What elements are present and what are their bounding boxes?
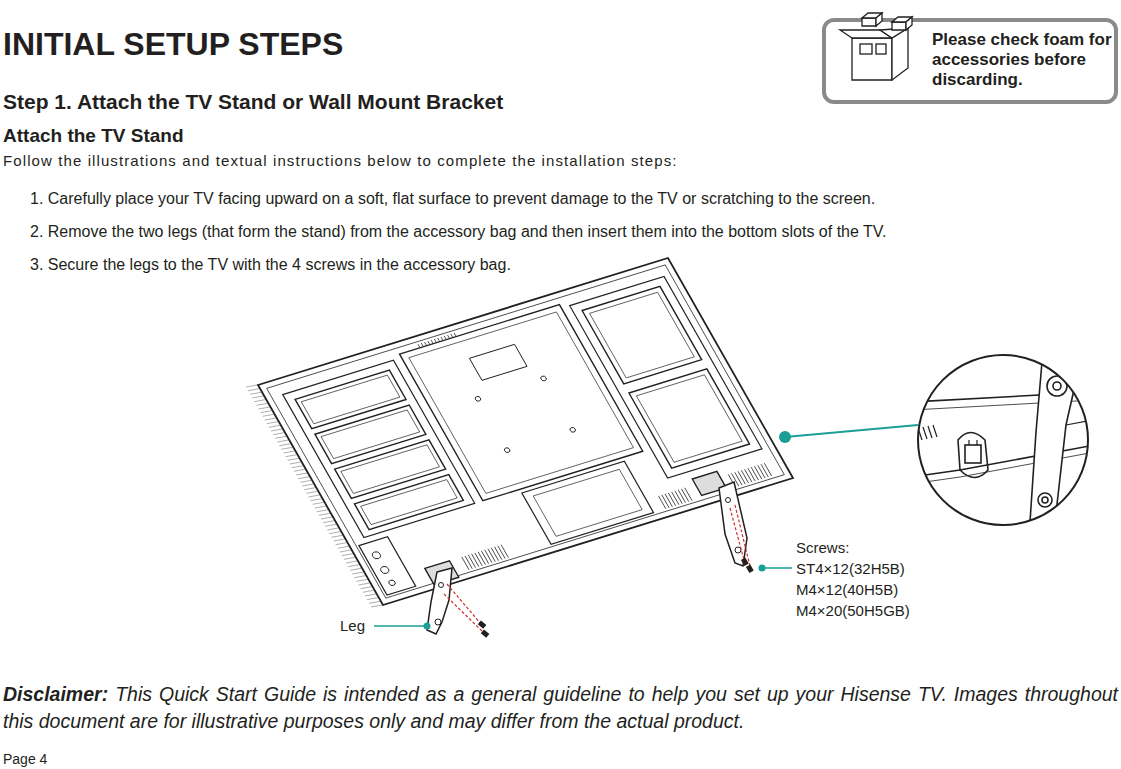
step-heading: Step 1. Attach the TV Stand or Wall Moun… — [3, 89, 503, 114]
screw-label: Screws: — [796, 539, 849, 557]
screw-spec: ST4×12(32H5B) — [796, 560, 905, 578]
disclaimer-lead: Disclaimer: — [3, 683, 108, 705]
disclaimer: Disclaimer: This Quick Start Guide is in… — [3, 681, 1118, 735]
step-item: 3. Secure the legs to the TV with the 4 … — [30, 255, 511, 274]
screw-spec: M4×12(40H5B) — [796, 581, 898, 599]
note-box: Please check foam for accessories before… — [822, 18, 1118, 104]
intro-text: Follow the illustrations and textual ins… — [3, 152, 678, 170]
step-item: 2. Remove the two legs (that form the st… — [30, 222, 886, 241]
sub-heading: Attach the TV Stand — [3, 125, 184, 148]
page-title: INITIAL SETUP STEPS — [3, 25, 343, 63]
page-number: Page 4 — [3, 751, 47, 768]
step-item: 1. Carefully place your TV facing upward… — [30, 189, 875, 208]
note-text: Please check foam for accessories before… — [932, 30, 1112, 90]
part-label: Leg — [340, 617, 365, 635]
disclaimer-text: This Quick Start Guide is intended as a … — [3, 683, 1118, 732]
screw-spec: M4×20(50H5GB) — [796, 602, 910, 620]
box-icon — [832, 8, 928, 84]
